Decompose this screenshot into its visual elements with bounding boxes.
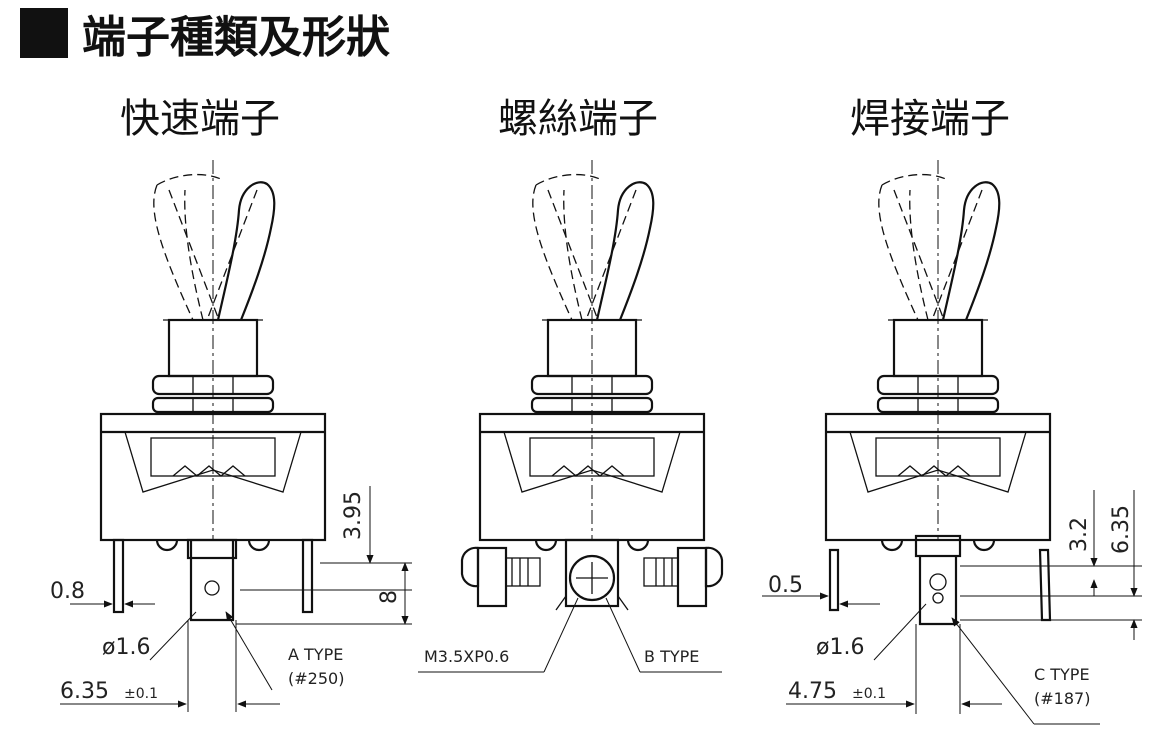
dim-c-width-tol: ±0.1 xyxy=(852,686,886,702)
dim-a-thickness: 0.8 xyxy=(50,579,85,604)
switch-c-type-label: C TYPE xyxy=(1034,665,1090,684)
page-title: 端子種類及形狀 xyxy=(82,12,390,63)
dim-c-height-a: 3.2 xyxy=(1067,517,1092,552)
dim-a-height: 3.95 xyxy=(341,491,366,540)
dim-a-width-tol: ±0.1 xyxy=(124,686,158,702)
switch-a-type-label: A TYPE xyxy=(288,645,343,664)
switch-a: 快速端子 0.8 ø1.6 6.35 ±0.1 3.95 8 A TYPE (#… xyxy=(50,96,412,712)
dim-a-tab: 8 xyxy=(377,590,402,604)
switch-b-type-label: B TYPE xyxy=(644,647,699,666)
switch-a-type-note: (#250) xyxy=(288,669,344,688)
title-square-icon xyxy=(20,8,68,58)
dim-c-hole: ø1.6 xyxy=(816,635,864,660)
switch-c: 焊接端子 0.5 ø1.6 4.75 ±0.1 3.2 6.35 C TYPE xyxy=(762,96,1142,725)
dim-c-height-b: 6.35 xyxy=(1109,505,1134,554)
dim-a-width: 6.35 xyxy=(60,679,109,704)
switch-b: 螺絲端子 M3.5XP0.6 B TYPE xyxy=(418,96,724,673)
dim-c-width: 4.75 xyxy=(788,679,837,704)
switch-b-heading: 螺絲端子 xyxy=(498,96,658,142)
switch-c-type-note: (#187) xyxy=(1034,689,1090,708)
switch-b-screw: M3.5XP0.6 xyxy=(424,647,509,666)
dim-a-hole: ø1.6 xyxy=(102,635,150,660)
switch-a-heading: 快速端子 xyxy=(120,96,280,142)
switch-c-heading: 焊接端子 xyxy=(850,96,1010,142)
dim-c-thickness: 0.5 xyxy=(768,573,803,598)
